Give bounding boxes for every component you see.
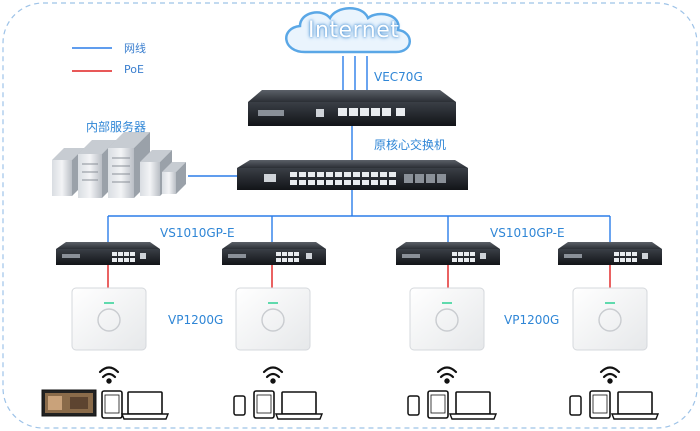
phone-icon (569, 395, 582, 416)
wifi-icon (98, 366, 120, 384)
phone-icon (407, 395, 420, 416)
core-switch-label: 原核心交换机 (374, 138, 447, 152)
access-point-icon (409, 287, 485, 351)
phone-icon (233, 395, 246, 416)
tablet-icon (427, 390, 449, 419)
legend-label-poe: PoE (124, 63, 144, 76)
wifi-icon (262, 366, 284, 384)
legend (72, 47, 112, 72)
poe-switch-icon (558, 242, 662, 265)
cloud-label: Internet (308, 18, 400, 43)
cloud-icon (285, 7, 411, 54)
wifi-icon (436, 366, 458, 384)
servers-label: 内部服务器 (86, 120, 147, 134)
access-switch-label-left: VS1010GP-E (160, 226, 235, 240)
gateway-label: VEC70G (374, 70, 423, 84)
poe-switch-icon (222, 242, 326, 265)
poe-lines (107, 265, 611, 288)
distribution-lines (107, 190, 611, 242)
laptop-icon (120, 391, 170, 420)
access-point-icon (235, 287, 311, 351)
ap-label-left: VP1200G (168, 313, 224, 327)
access-point-icon (572, 287, 648, 351)
laptop-icon (610, 391, 660, 420)
ap-label-right: VP1200G (504, 313, 560, 327)
laptop-icon (448, 391, 498, 420)
router-icon (248, 90, 456, 126)
legend-label-cable: 网线 (124, 42, 146, 55)
switch-icon (237, 160, 468, 190)
tablet-icon (253, 390, 275, 419)
laptop-icon (274, 391, 324, 420)
poe-switch-icon (56, 242, 160, 265)
server-rack-icon (52, 132, 186, 198)
access-point-icon (71, 287, 147, 351)
wifi-icon (599, 366, 621, 384)
uplink-lines (342, 56, 368, 90)
poe-switch-icon (396, 242, 500, 265)
tablet-icon (589, 390, 611, 419)
access-switch-label-right: VS1010GP-E (490, 226, 565, 240)
tablet-icon (101, 390, 123, 419)
tv-icon (41, 389, 97, 417)
